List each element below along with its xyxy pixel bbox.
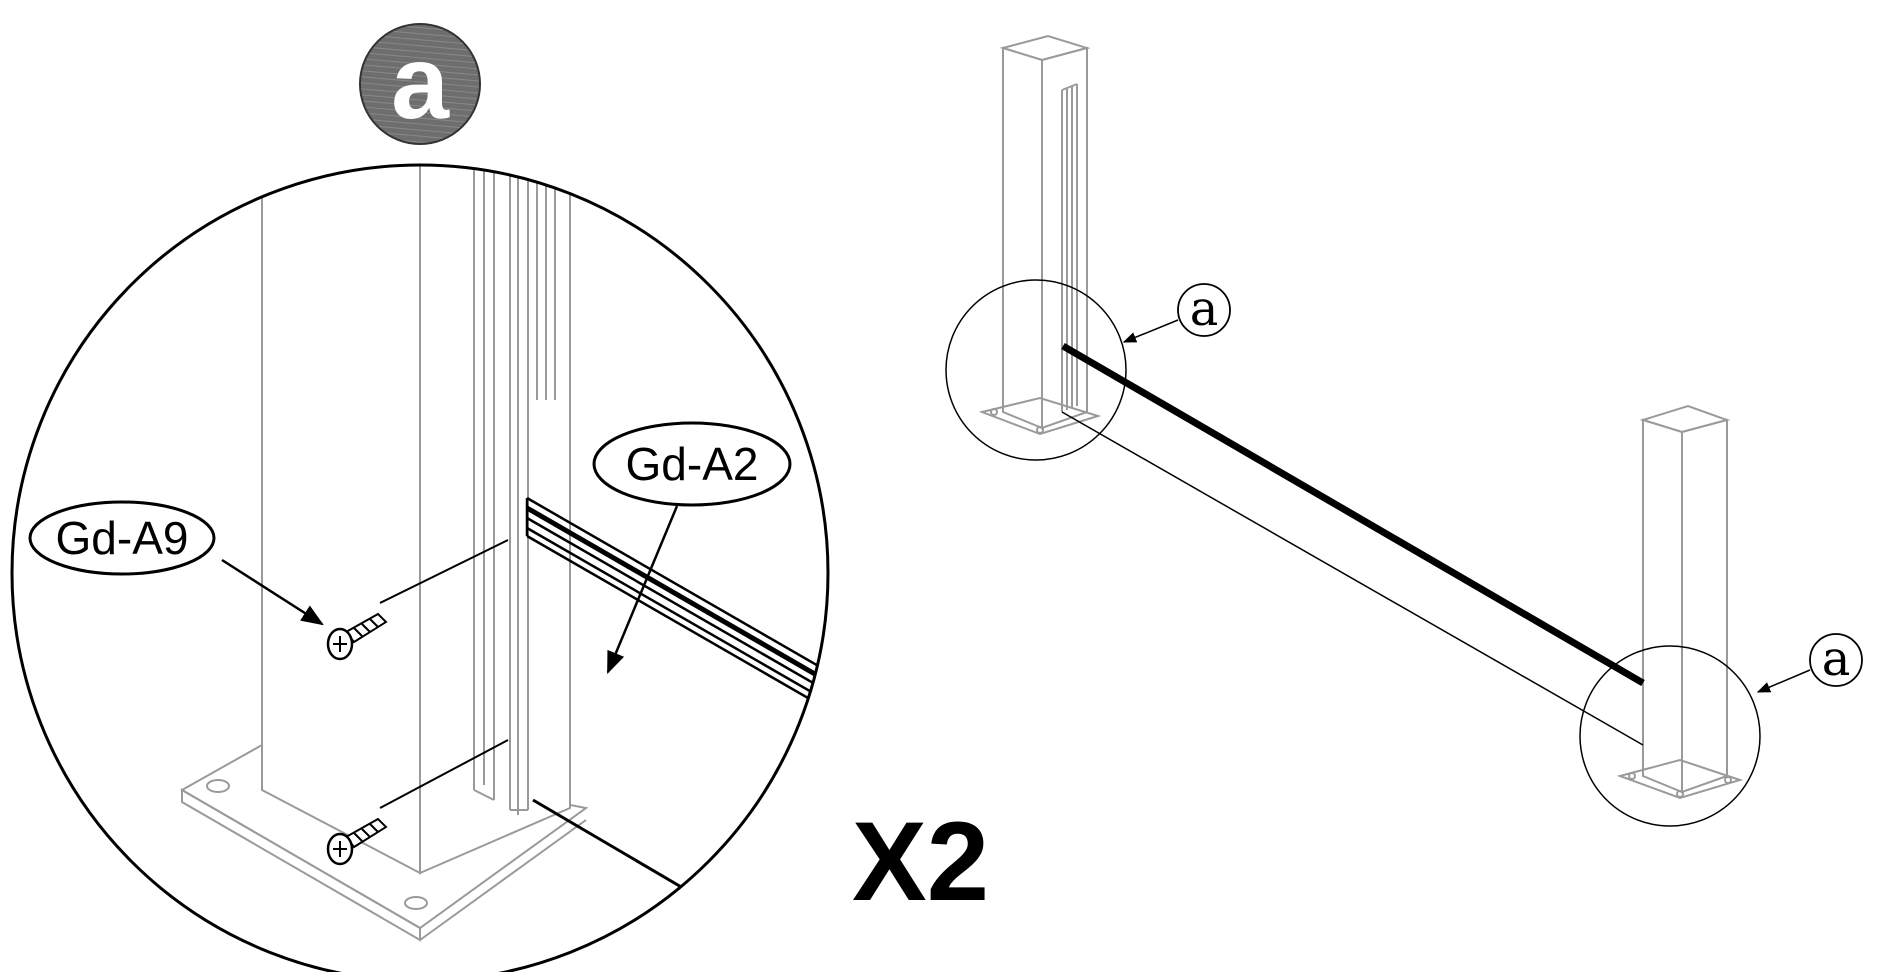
part-label-text: Gd-A9: [56, 512, 189, 564]
base-hole: [404, 896, 428, 910]
detail-view: Gd-A9 Gd-A2: [10, 163, 830, 972]
rail-top: [1061, 342, 1645, 687]
base-plate: [1616, 758, 1744, 800]
gd-a2-leader: [606, 505, 679, 675]
detail-badge-circle: [359, 23, 481, 145]
base-hole: [206, 779, 230, 793]
overview-drawing: a a: [945, 34, 1863, 827]
callout-a-left: a: [1122, 281, 1231, 343]
post-front-face: [261, 165, 421, 875]
callout-a-right: a: [1756, 631, 1863, 693]
gd-a9-leader: [221, 558, 324, 626]
callout-letter: a: [1822, 631, 1851, 687]
part-label-gd-a2: Gd-A2: [592, 421, 792, 507]
part-label-text: Gd-A2: [626, 438, 759, 490]
rail-bottom: [1061, 411, 1644, 746]
detail-badge-letter: a: [391, 25, 450, 141]
detail-view-drawing: [179, 165, 828, 942]
bolt-gd-a9: [326, 817, 388, 866]
base-plate: [978, 396, 1102, 436]
callout-letter: a: [1190, 281, 1219, 337]
post-left: [978, 34, 1102, 436]
zoom-circle-right: [1579, 645, 1761, 827]
detail-badge: a: [359, 23, 481, 145]
zoom-circle-left: [945, 279, 1127, 461]
bolt-gd-a9: [326, 612, 388, 661]
detail-view-circle: [10, 163, 830, 972]
rail-gd-a2: [525, 496, 828, 900]
part-label-gd-a9: Gd-A9: [28, 500, 216, 576]
post-right: [1616, 404, 1744, 800]
quantity-multiplier: X2: [852, 799, 989, 924]
